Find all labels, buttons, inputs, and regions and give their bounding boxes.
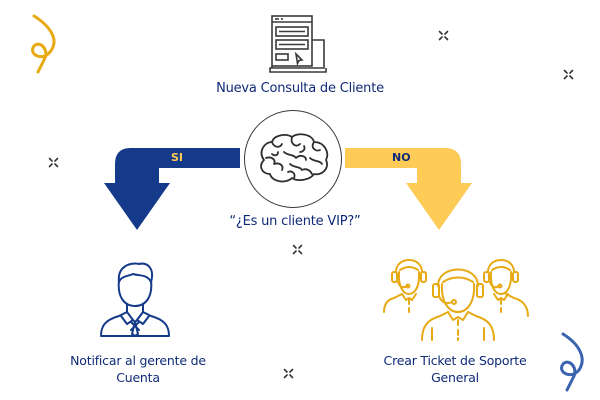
squiggle-bottom-right-decoration bbox=[560, 332, 584, 392]
yes-outcome-label: Notificar al gerente de Cuenta bbox=[70, 353, 206, 385]
sparkle-icon bbox=[438, 30, 449, 41]
sparkle-icon bbox=[292, 244, 303, 255]
brain-icon bbox=[260, 133, 329, 183]
sparkle-icon bbox=[563, 69, 574, 80]
squiggle-top-left-decoration bbox=[31, 14, 56, 74]
no-branch-label: NO bbox=[392, 151, 411, 164]
sparkle-icon bbox=[283, 368, 294, 379]
yes-branch-label: SI bbox=[171, 151, 184, 164]
no-outcome-label: Crear Ticket de Soporte General bbox=[383, 353, 527, 385]
no-branch-arrow bbox=[345, 148, 472, 230]
sparkle-icon bbox=[48, 157, 59, 168]
businessman-icon bbox=[100, 262, 170, 337]
decision-question: “¿Es un cliente VIP?” bbox=[229, 214, 361, 229]
web-form-laptop-icon bbox=[269, 15, 327, 73]
start-node-title: Nueva Consulta de Cliente bbox=[216, 81, 384, 96]
support-team-icon bbox=[383, 259, 529, 341]
yes-branch-arrow bbox=[104, 148, 240, 230]
decision-node bbox=[244, 110, 342, 208]
